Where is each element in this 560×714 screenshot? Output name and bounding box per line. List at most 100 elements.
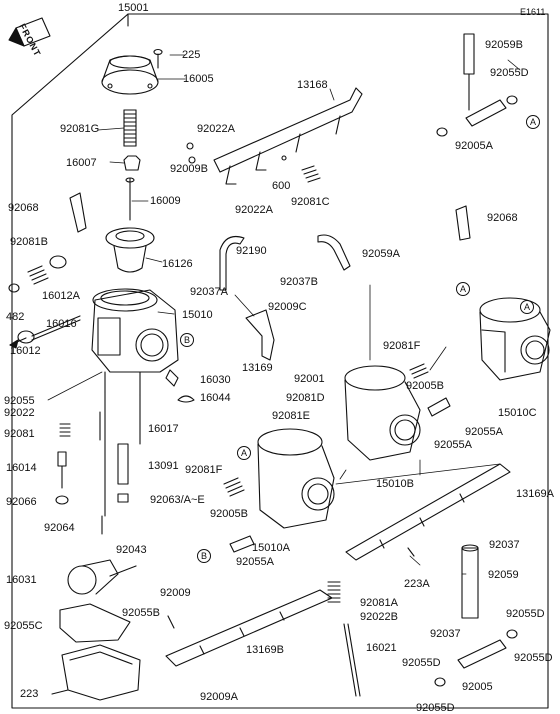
part-label: 482 [6, 311, 25, 323]
part-label: 15010 [182, 309, 213, 321]
part-label: 92081 [4, 428, 35, 440]
part-label: 13169A [516, 488, 554, 500]
part-label: 16005 [183, 73, 214, 85]
screw-16016-icon [9, 315, 81, 349]
part-label: 92009 [160, 587, 191, 599]
part-label: 92059B [485, 39, 523, 51]
washer-482-icon [8, 283, 20, 293]
part-label: 92055D [402, 657, 441, 669]
screw-225-icon [153, 48, 163, 69]
spring-92081A-icon [327, 581, 341, 603]
part-label: 92081A [360, 597, 398, 609]
needle-92043-icon [109, 565, 137, 577]
cap-16012A-icon [49, 255, 67, 269]
cap-92068-right-icon [455, 205, 471, 241]
part-label: 92055D [506, 608, 545, 620]
float-bowl-icon [61, 644, 141, 701]
part-label: 92081C [291, 196, 330, 208]
float-16031-icon [67, 559, 119, 595]
part-label: 92037B [280, 276, 318, 288]
part-label: 92009C [268, 301, 307, 313]
part-label: 16126 [162, 258, 193, 270]
part-label: 92043 [116, 544, 147, 556]
screw-92005B-left-icon [229, 535, 255, 553]
screw-92005B-right-icon [427, 397, 451, 417]
part-label: 92081B [10, 236, 48, 248]
part-label: 92081E [272, 410, 310, 422]
part-label: 92055C [4, 620, 43, 632]
part-label: 92059 [488, 569, 519, 581]
part-label: 92055D [490, 67, 529, 79]
part-label: 15010B [376, 478, 414, 490]
part-label: 13169B [246, 644, 284, 656]
part-label: 92009B [170, 163, 208, 175]
reference-mark: B [180, 333, 194, 347]
part-label: 16016 [46, 318, 77, 330]
part-label: 92037 [430, 628, 461, 640]
cap-92068-left-icon [69, 192, 87, 233]
part-label: 223 [20, 688, 39, 700]
top-assembly-number: 15001 [118, 2, 149, 14]
part-label: 92059A [362, 248, 400, 260]
part-label: 92063/A~E [150, 494, 205, 506]
spring-92081-icon [59, 423, 71, 437]
part-label: 16007 [66, 157, 97, 169]
carburetor-15010C-icon [479, 297, 551, 381]
part-label: 92055A [236, 556, 274, 568]
reference-mark: A [526, 115, 540, 129]
part-label: 92022B [360, 611, 398, 623]
jet-16014-icon [57, 451, 67, 489]
part-label: 92055B [122, 607, 160, 619]
spring-92081F-left-icon [223, 477, 245, 497]
diaphragm-16126-icon [105, 227, 155, 273]
reference-mark: A [456, 282, 470, 296]
part-label: 92005A [455, 140, 493, 152]
part-label: 92055A [465, 426, 503, 438]
part-label: 92064 [44, 522, 75, 534]
part-label: 13091 [148, 460, 179, 472]
part-label: 16017 [148, 423, 179, 435]
part-label: 16021 [366, 642, 397, 654]
part-label: 92081F [185, 464, 223, 476]
part-label: 92066 [6, 496, 37, 508]
assembly-boundary [11, 13, 549, 709]
part-label: 13168 [297, 79, 328, 91]
part-label: 92055D [514, 652, 553, 664]
part-label: 92190 [236, 245, 267, 257]
part-label: 16009 [150, 195, 181, 207]
part-label: 13169 [242, 362, 273, 374]
part-label: 15010C [498, 407, 537, 419]
tube-92059A-icon [317, 234, 351, 271]
jet-13091-icon [117, 443, 129, 485]
valve-16030-icon [165, 369, 179, 387]
bracket-13169A-icon [345, 463, 511, 561]
part-label: 600 [272, 180, 291, 192]
part-600-icon [281, 155, 287, 161]
part-label: 225 [182, 49, 201, 61]
pipe-92059-icon [461, 544, 479, 619]
reference-mark: B [197, 549, 211, 563]
reference-mark: A [520, 300, 534, 314]
carburetor-15010A-icon [257, 428, 335, 529]
part-label: 223A [404, 578, 430, 590]
screw-223A-icon [407, 547, 415, 557]
needle-16009-icon [125, 177, 135, 221]
spring-92081F-right-icon [409, 363, 429, 379]
holder-16007-icon [123, 155, 141, 171]
part-label: 16044 [200, 392, 231, 404]
top-cover-16005-icon [101, 55, 159, 95]
part-label: 92055A [434, 439, 472, 451]
bracket-13168-icon [186, 87, 363, 185]
bolt-16021-icon [343, 623, 361, 697]
part-label: 16030 [200, 374, 231, 386]
part-label: 16012A [42, 290, 80, 302]
part-label: 92037 [489, 539, 520, 551]
tube-92190-icon [219, 235, 245, 291]
part-label: 92081F [383, 340, 421, 352]
carburetor-15010-icon [91, 288, 179, 396]
part-label: 92022A [235, 204, 273, 216]
screw-223-icon [51, 689, 69, 695]
part-label: 92081D [286, 392, 325, 404]
